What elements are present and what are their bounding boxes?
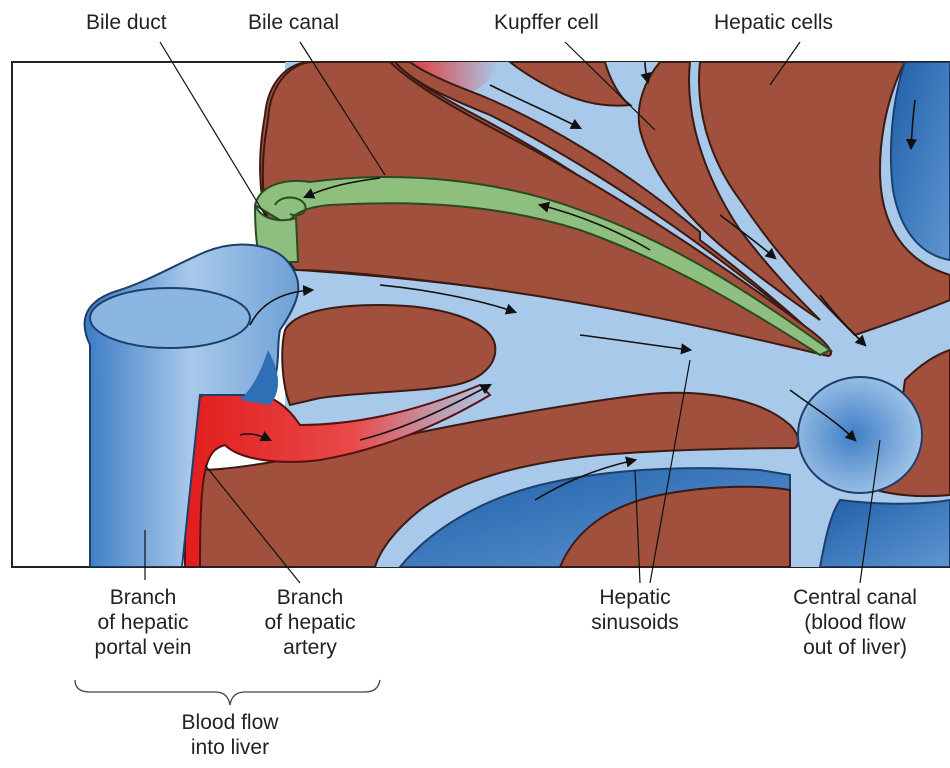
label-blood-flow-into-liver: Blood flow into liver bbox=[160, 710, 300, 760]
label-hepatic-artery: Branch of hepatic artery bbox=[250, 585, 370, 660]
label-portal-vein: Branch of hepatic portal vein bbox=[78, 585, 208, 660]
label-bile-canal: Bile canal bbox=[248, 10, 339, 35]
label-hepatic-cells: Hepatic cells bbox=[714, 10, 833, 35]
blood-flow-bracket bbox=[75, 680, 380, 705]
vessel-bottom-right bbox=[820, 500, 950, 567]
portal-vein-lumen bbox=[90, 288, 250, 348]
central-canal bbox=[798, 377, 922, 493]
label-bile-duct: Bile duct bbox=[86, 10, 167, 35]
label-hepatic-sinusoids: Hepatic sinusoids bbox=[575, 585, 695, 635]
label-central-canal: Central canal (blood flow out of liver) bbox=[775, 585, 935, 660]
label-kupffer-cell: Kupffer cell bbox=[494, 10, 599, 35]
